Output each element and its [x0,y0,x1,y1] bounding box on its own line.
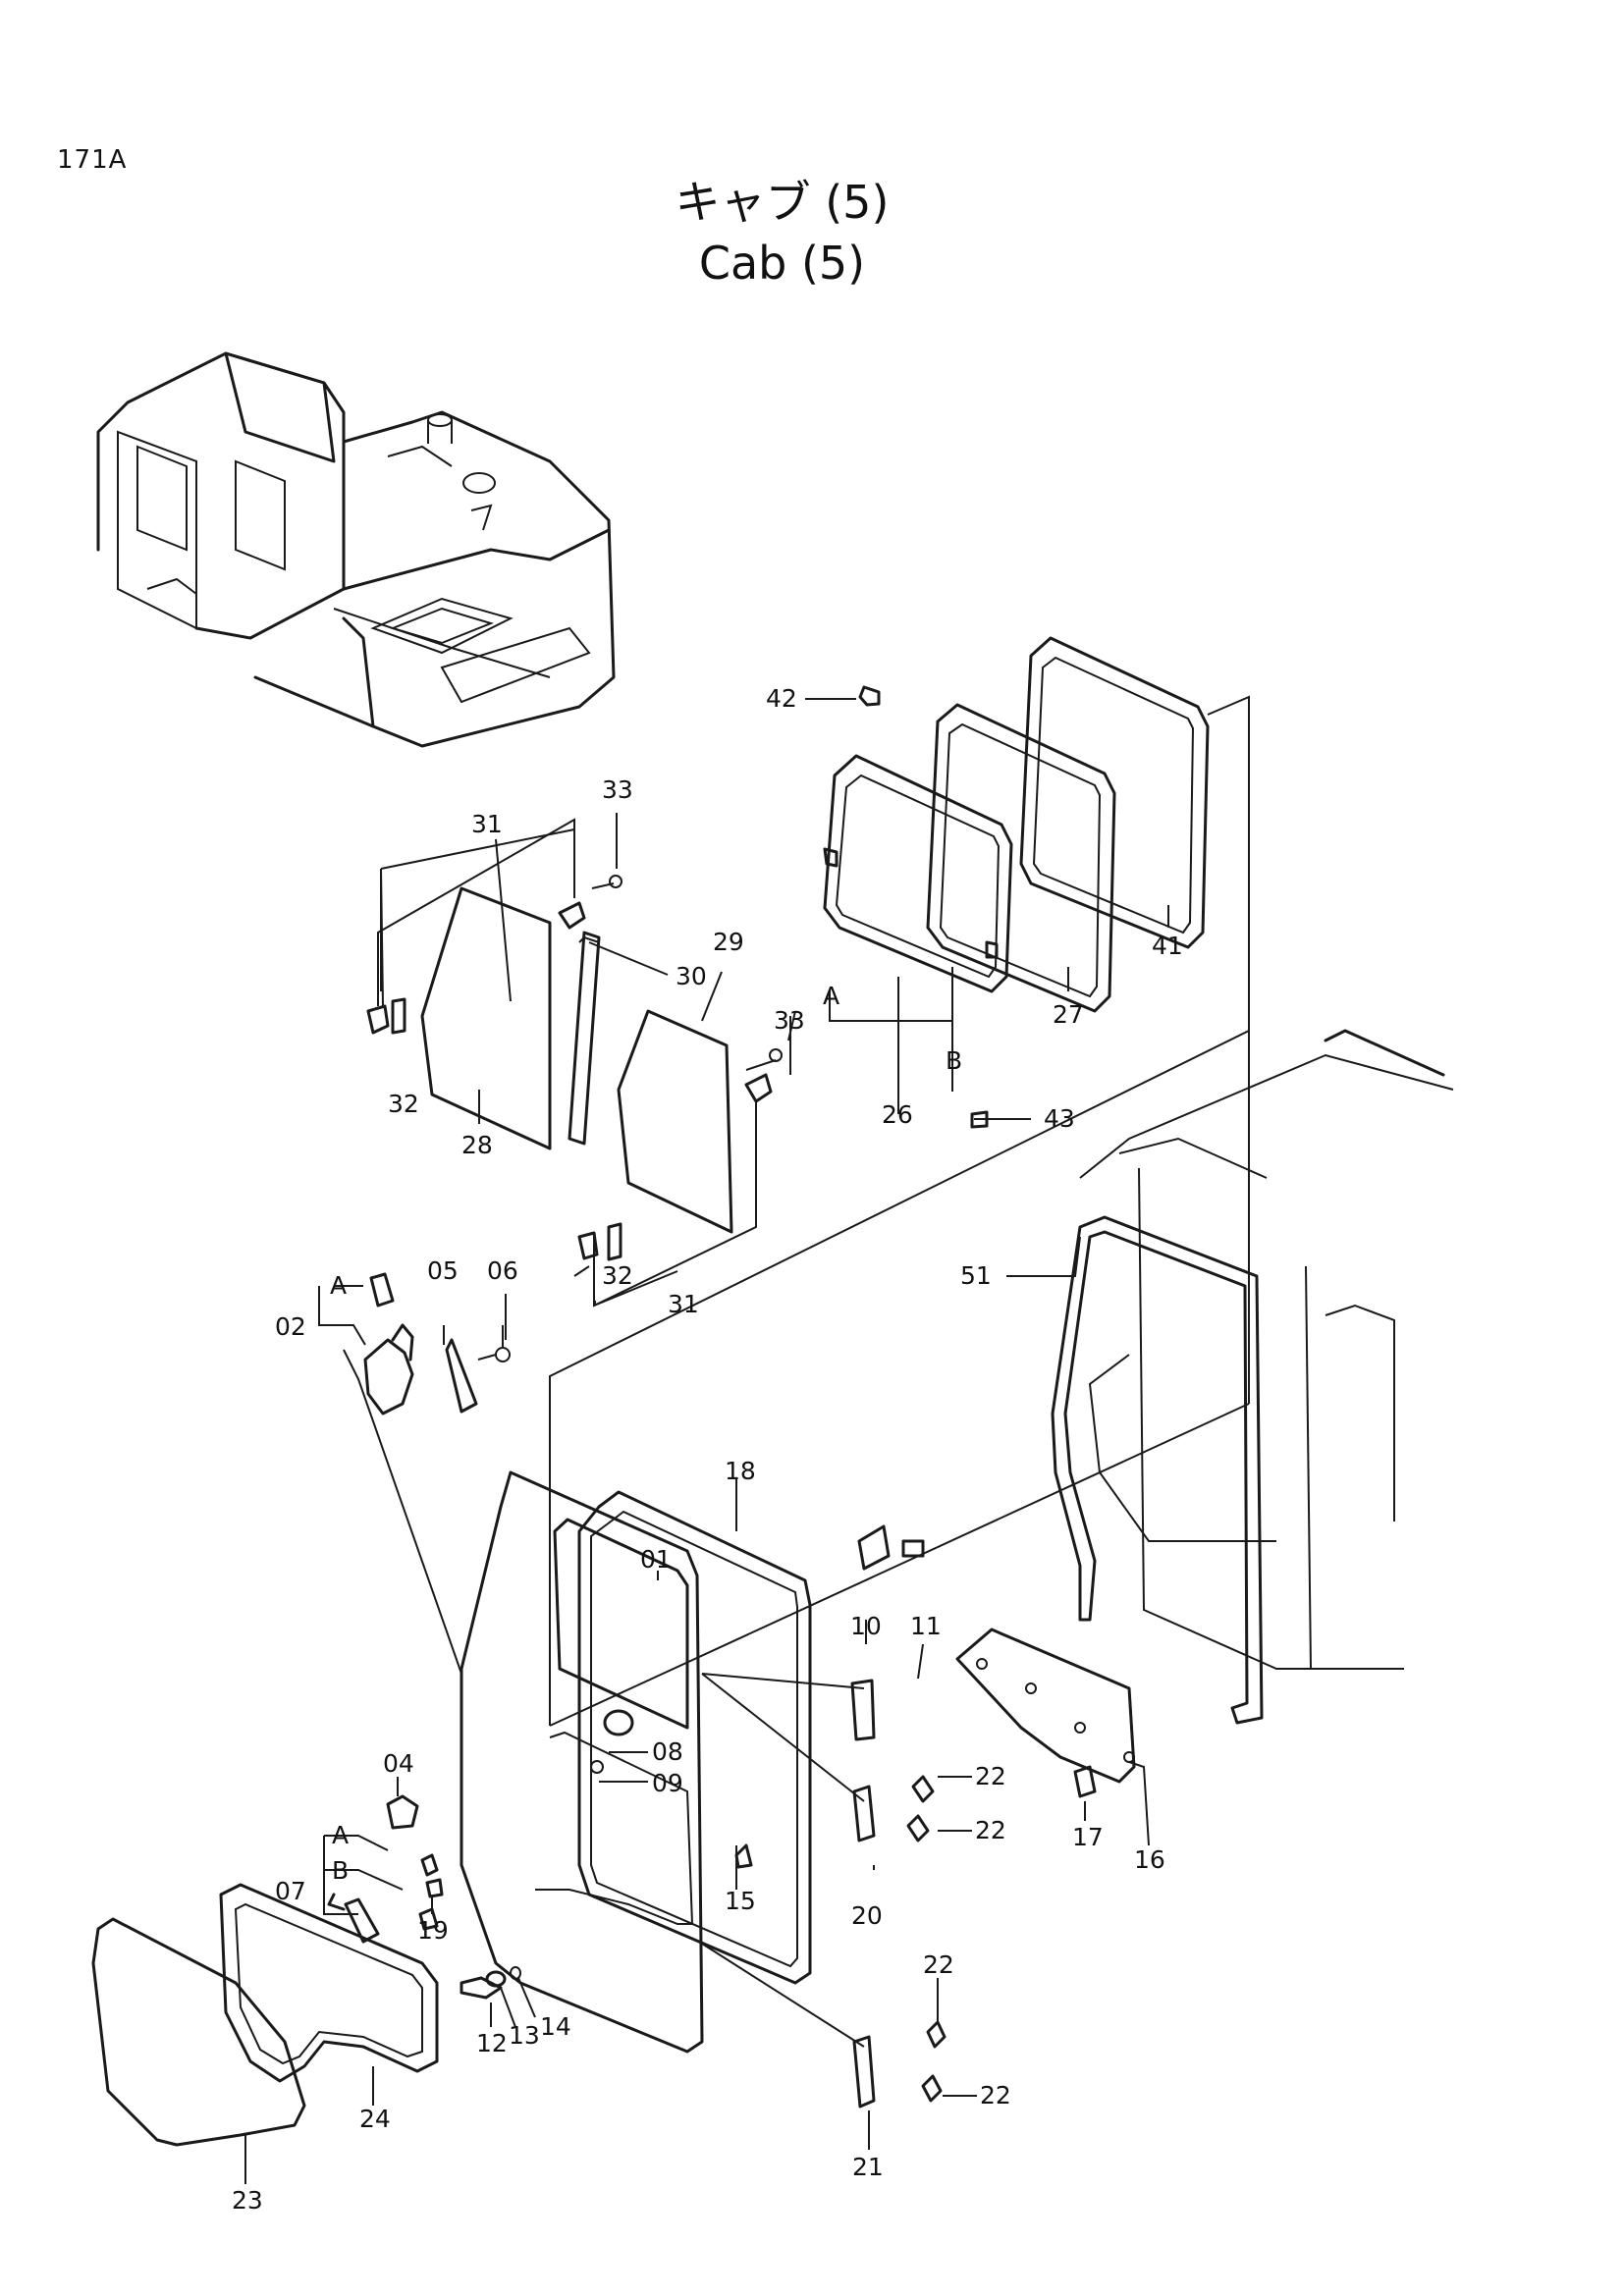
label-32-left: 32 [388,1090,419,1118]
label-29: 29 [713,928,744,956]
part-number-labels: 42 33 31 29 30 41 27 A B 33 32 28 26 43 … [232,684,1183,2215]
window-frame-group-upper [549,636,1250,1727]
label-24: 24 [359,2105,391,2133]
label-07: 07 [275,1877,306,1905]
excavator-overview-illustration [96,351,616,748]
label-43: 43 [1044,1104,1075,1133]
label-ref-a-02: A [330,1271,347,1300]
label-31-upper: 31 [471,810,503,838]
label-32-center: 32 [602,1261,633,1290]
label-02: 02 [275,1312,306,1341]
hinge-hardware [850,1628,1136,2103]
door-latch-hardware [363,1272,511,1415]
label-13: 13 [509,2021,540,2050]
label-19: 19 [417,1916,449,1945]
label-09: 09 [652,1769,683,1797]
label-11: 11 [910,1612,942,1640]
title-block: キャブ (5) Cab (5) [0,172,1623,294]
label-33-upper: 33 [602,775,633,804]
label-ref-b-upper: B [946,1046,962,1075]
label-01: 01 [640,1545,672,1574]
door-handle-components [327,1794,521,2000]
title-japanese: キャブ (5) [675,176,890,229]
label-33-mid: 33 [774,1006,805,1035]
label-06: 06 [487,1256,518,1285]
page-code: 171A [57,145,128,175]
label-16: 16 [1134,1845,1165,1874]
door-frame-main [343,1349,925,2109]
label-27: 27 [1053,1000,1084,1029]
label-10: 10 [850,1612,882,1640]
title-english: Cab (5) [698,237,866,290]
cab-body-section [1051,1029,1454,1725]
label-22-c: 22 [923,1950,954,1979]
label-ref-a-07: A [332,1821,349,1849]
label-ref-a-upper: A [823,982,839,1010]
door-glass-plates [366,818,783,1308]
label-17: 17 [1072,1823,1104,1851]
label-08: 08 [652,1737,683,1766]
label-ref-b-07: B [332,1856,349,1885]
label-26: 26 [882,1100,913,1129]
lower-glass-and-seal [91,1883,439,2147]
label-12: 12 [476,2029,508,2057]
label-28: 28 [461,1131,493,1159]
label-14: 14 [540,2012,571,2041]
label-22-b: 22 [975,1816,1006,1844]
label-20: 20 [851,1901,883,1930]
label-51: 51 [960,1261,992,1290]
label-31-lower: 31 [668,1290,699,1318]
label-22-d: 22 [980,2081,1011,2109]
label-41: 41 [1152,932,1183,960]
label-05: 05 [427,1256,459,1285]
label-04: 04 [383,1749,414,1778]
label-42: 42 [766,684,797,713]
leader-lines [244,698,1169,2184]
label-18: 18 [725,1457,756,1485]
label-21: 21 [852,2153,884,2181]
label-23: 23 [232,2186,263,2215]
label-30: 30 [676,962,707,990]
label-15: 15 [725,1887,756,1915]
label-22-a: 22 [975,1762,1006,1790]
